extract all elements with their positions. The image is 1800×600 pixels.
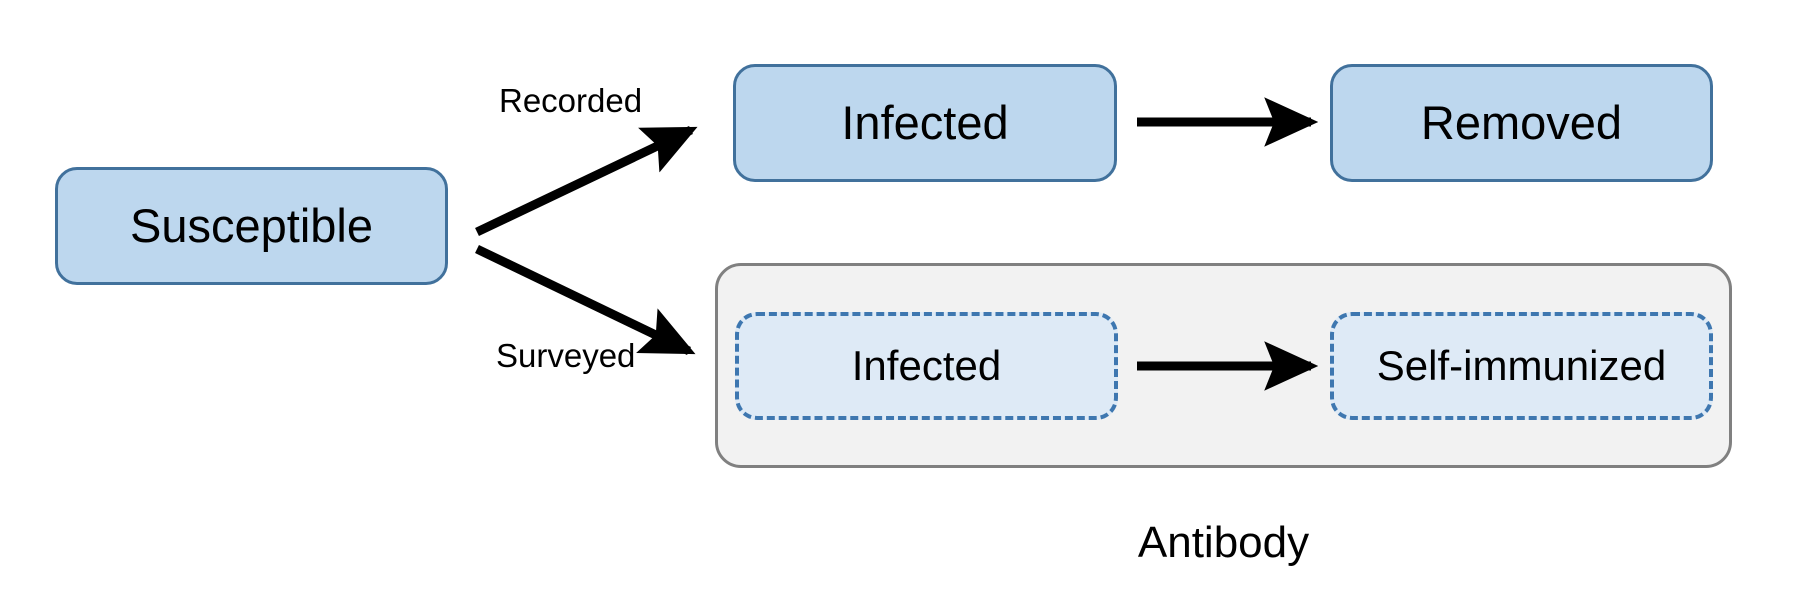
arrow-susceptible-to-infected-surveyed <box>475 244 696 356</box>
node-infected-recorded[interactable]: Infected <box>733 64 1117 182</box>
node-infected-surveyed-label: Infected <box>851 341 1002 389</box>
edge-label-recorded: Recorded <box>499 82 643 119</box>
node-infected-surveyed[interactable]: Infected <box>735 312 1118 420</box>
node-self-immunized[interactable]: Self-immunized <box>1330 312 1713 420</box>
node-susceptible[interactable]: Susceptible <box>55 167 448 285</box>
node-removed[interactable]: Removed <box>1330 64 1713 182</box>
antibody-group-caption: Antibody <box>1137 518 1310 567</box>
arrow-susceptible-to-infected-recorded <box>475 125 698 237</box>
node-self-immunized-label: Self-immunized <box>1376 341 1667 389</box>
node-removed-label: Removed <box>1420 96 1623 150</box>
node-infected-recorded-label: Infected <box>841 96 1009 150</box>
node-susceptible-label: Susceptible <box>130 199 373 253</box>
edge-label-surveyed: Surveyed <box>496 337 636 374</box>
